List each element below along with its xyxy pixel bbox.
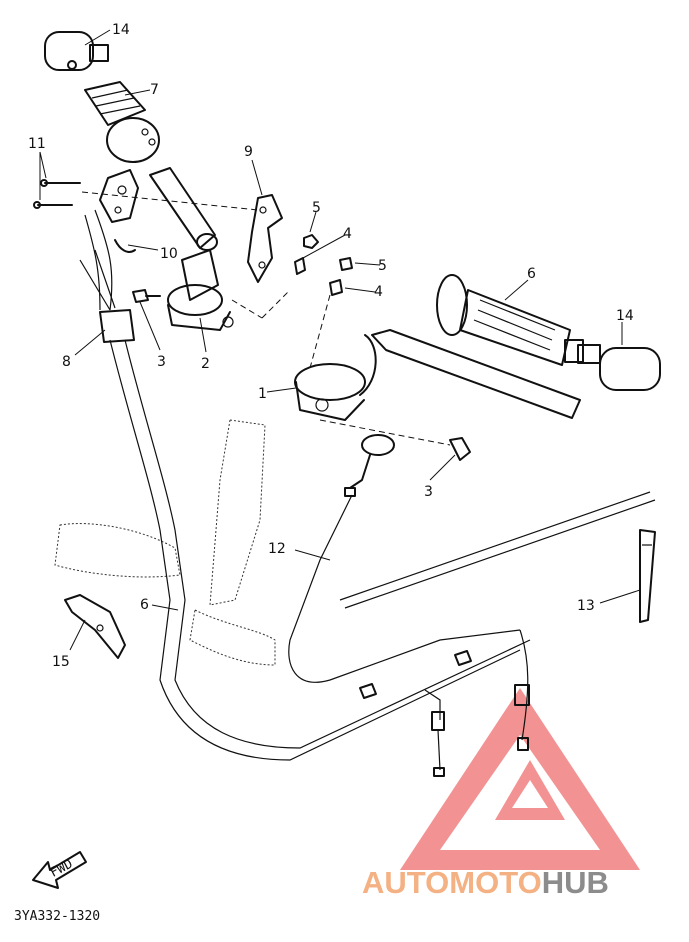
clamp-9	[247, 194, 283, 283]
handlebar-left	[149, 167, 234, 331]
watermark-text-part1: AUTOMOTO	[362, 865, 542, 900]
callout-6-lower: 6	[140, 597, 149, 613]
handlebar-right	[294, 329, 581, 421]
throttle-cables-8	[79, 209, 531, 761]
watermark-text: AUTOMOTOHUB	[362, 865, 609, 900]
cable-ends-lower	[359, 650, 472, 777]
callout-10: 10	[160, 246, 178, 262]
cable-tie-13	[639, 529, 656, 623]
callout-9: 9	[244, 144, 253, 160]
callout-13: 13	[577, 598, 595, 614]
ghost-outline-2	[209, 419, 266, 606]
ghost-outline	[54, 523, 181, 578]
bolt-3-left	[132, 289, 161, 303]
fasteners-upper	[294, 234, 353, 296]
callout-6: 6	[527, 266, 536, 282]
long-cable	[339, 491, 656, 609]
callout-15: 15	[52, 654, 70, 670]
bracket-15	[64, 594, 126, 659]
callout-4-lower: 4	[374, 284, 383, 300]
callout-1: 1	[258, 386, 267, 402]
callout-12: 12	[268, 541, 286, 557]
grip-left	[84, 81, 160, 163]
screws-11	[33, 179, 81, 209]
callout-11: 11	[28, 136, 46, 152]
watermark-text-part2: HUB	[542, 865, 609, 900]
switch-holder-10	[99, 169, 139, 253]
callout-2: 2	[201, 356, 210, 372]
callout-14-lower: 14	[616, 308, 634, 324]
callout-3-left: 3	[157, 354, 166, 370]
callout-5-lower: 5	[378, 258, 387, 274]
choke-cable-12	[288, 434, 530, 751]
forward-arrow-icon: FWD	[32, 851, 87, 889]
bar-end-weight-left	[44, 31, 109, 71]
watermark-logo	[400, 688, 640, 870]
callout-3-right: 3	[424, 484, 433, 500]
callout-7: 7	[150, 82, 159, 98]
callout-8: 8	[62, 354, 71, 370]
callout-5-upper: 5	[312, 200, 321, 216]
ghost-outline-3	[189, 609, 276, 666]
leader-lines	[39, 29, 641, 651]
callout-4-upper: 4	[343, 226, 352, 242]
bolt-3-right	[449, 437, 471, 461]
diagram-code: 3YA332-1320	[14, 909, 100, 924]
bar-end-weight-right	[577, 344, 661, 391]
callout-14-upper: 14	[112, 22, 130, 38]
grip-right	[436, 274, 584, 366]
